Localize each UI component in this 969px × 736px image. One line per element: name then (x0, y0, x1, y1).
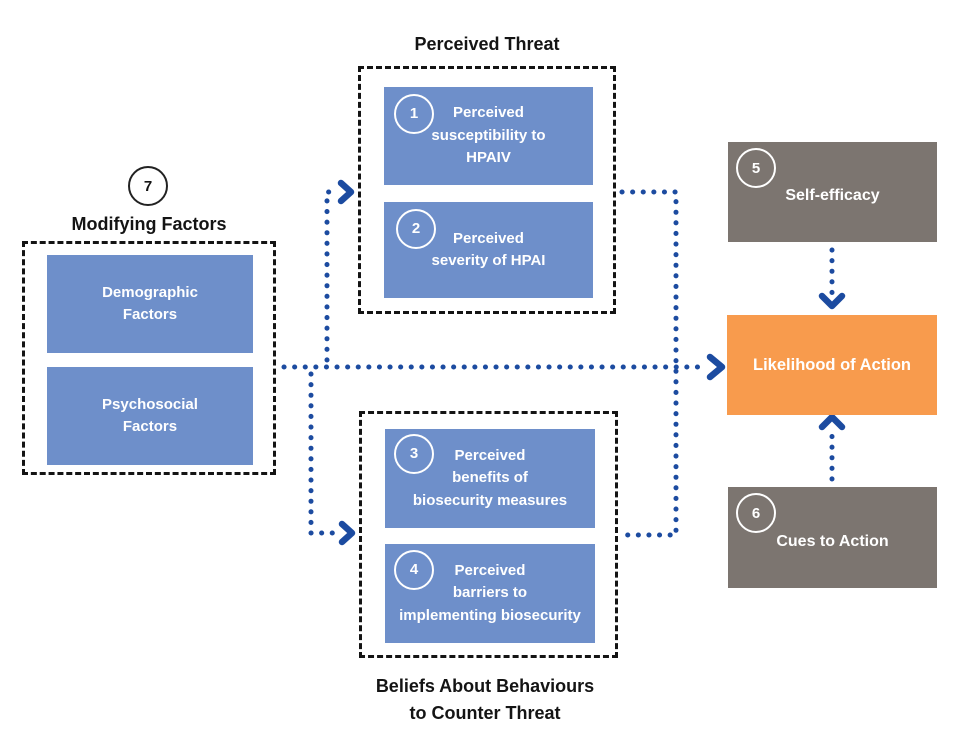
perceived-threat-title: Perceived Threat (414, 34, 560, 54)
node-likelihood-of-action: Likelihood of Action (727, 315, 937, 415)
arrowhead-down-into-likelihood-icon (818, 292, 846, 310)
number-circle-6: 6 (736, 493, 776, 533)
number-circle-2: 2 (396, 209, 436, 249)
node-demographic-factors: Demographic Factors (47, 255, 253, 353)
node-label: Perceived barriers to implementing biose… (399, 561, 581, 624)
beliefs-title: Beliefs About Behaviours to Counter Thre… (375, 676, 595, 723)
node-label: Perceived susceptibility to HPAIV (431, 104, 546, 167)
number-circle-3: 3 (394, 434, 434, 474)
node-self-efficacy: 5 Self-efficacy (728, 142, 937, 242)
connector-up-to-perceived-threat-dotted-line (324, 189, 341, 363)
perceived-threat-dashed-box (358, 66, 616, 314)
node-perceived-barriers: 4 Perceived barriers to implementing bio… (385, 544, 595, 643)
number-circle-5: 5 (736, 148, 776, 188)
number-circle-1: 1 (394, 94, 434, 134)
number-circle-4: 4 (394, 550, 434, 590)
connector-down-to-beliefs-dotted-line (308, 371, 341, 536)
node-psychosocial-factors: Psychosocial Factors (47, 367, 253, 465)
node-label: Psychosocial Factors (102, 395, 198, 436)
node-cues-to-action: 6 Cues to Action (728, 487, 937, 588)
number-circle-7: 7 (128, 166, 168, 206)
node-label: Likelihood of Action (753, 355, 911, 374)
node-label: Perceived benefits of biosecurity measur… (412, 446, 568, 509)
modifying-factors-dashed-box (22, 241, 276, 475)
arrowhead-into-perceived-threat-icon (337, 179, 355, 205)
arrowhead-into-beliefs-icon (338, 520, 356, 546)
arrowhead-up-into-likelihood-icon (818, 413, 846, 431)
node-perceived-susceptibility: 1 Perceived susceptibility to HPAIV (384, 87, 593, 185)
node-perceived-severity: 2 Perceived severity of HPAI (384, 202, 593, 298)
arrowhead-into-likelihood-icon (706, 353, 726, 381)
modifying-factors-title: Modifying Factors (71, 214, 227, 234)
node-label: Perceived severity of HPAI (431, 229, 546, 270)
beliefs-dashed-box (359, 411, 618, 658)
node-label: Self-efficacy (785, 187, 880, 204)
connector-right-u-dotted-line (619, 189, 679, 538)
node-label: Demographic Factors (102, 283, 198, 324)
node-perceived-benefits: 3 Perceived benefits of biosecurity meas… (385, 429, 595, 528)
node-label: Cues to Action (776, 532, 889, 550)
